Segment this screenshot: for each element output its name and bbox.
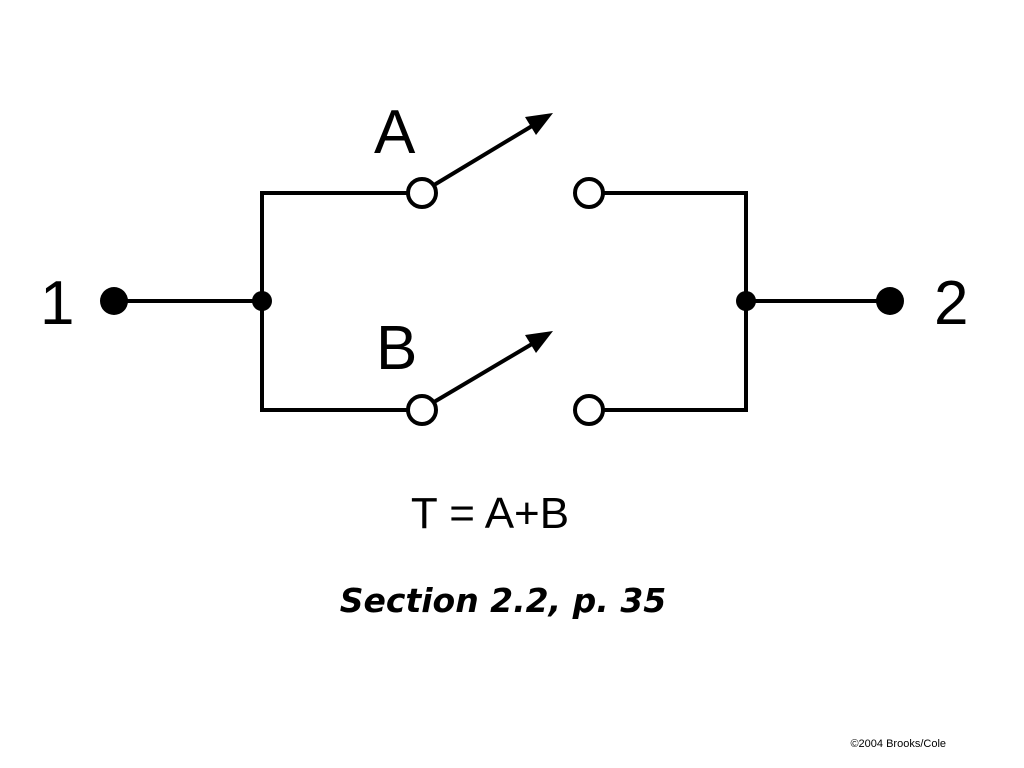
switch-a-right-contact	[573, 177, 605, 209]
terminal-2-label: 2	[934, 269, 968, 338]
boolean-equation: T = A+B	[410, 489, 570, 538]
switch-b-arrow-icon	[525, 331, 553, 353]
left-junction-dot	[252, 291, 272, 311]
switch-b-arm	[432, 342, 534, 404]
section-caption: Section 2.2, p. 35	[339, 581, 667, 620]
switch-b-label: B	[376, 314, 417, 383]
switch-b-right-contact	[573, 394, 605, 426]
switch-a-label: A	[374, 98, 416, 167]
switch-a-left-contact	[406, 177, 438, 209]
switch-a-arrow-icon	[525, 113, 553, 135]
terminal-1-dot	[100, 287, 128, 315]
switch-a-arm	[432, 124, 534, 187]
terminal-2-dot	[876, 287, 904, 315]
copyright-notice: ©2004 Brooks/Cole	[850, 738, 946, 750]
terminal-1-label: 1	[40, 269, 74, 338]
switch-b-left-contact	[406, 394, 438, 426]
